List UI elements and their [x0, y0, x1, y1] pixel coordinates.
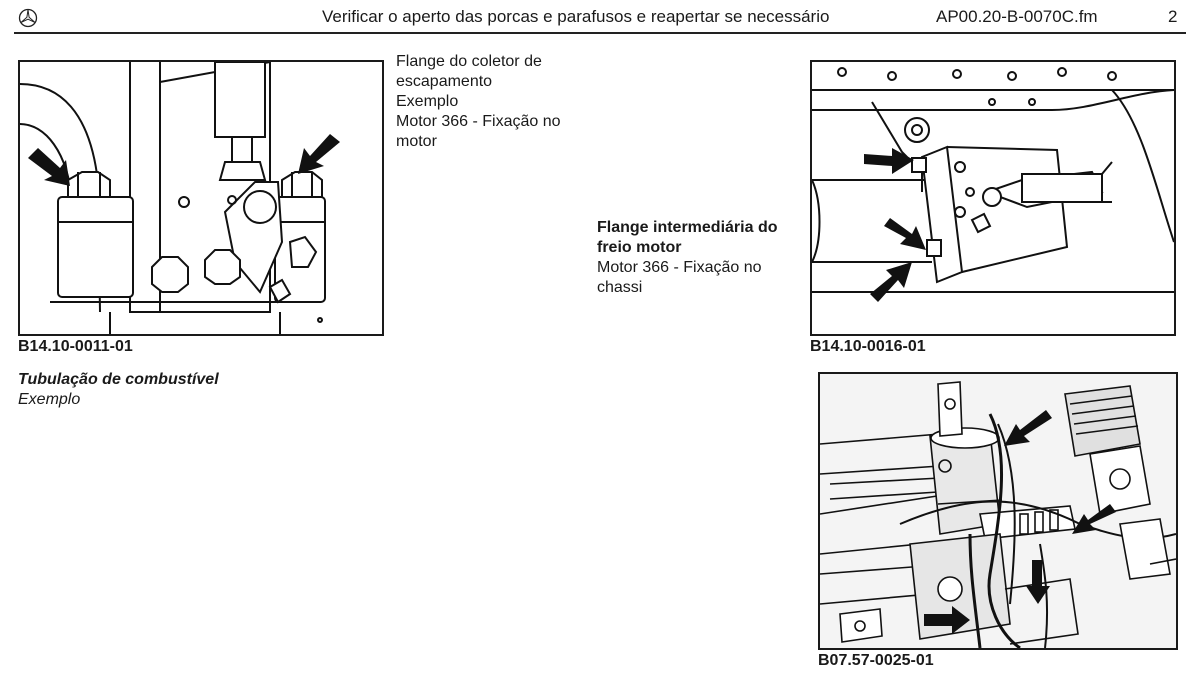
exhaust-flange-figure-code: B14.10-0011-01: [18, 338, 133, 355]
exhaust-flange-caption-line: Motor 366 - Fixação no: [396, 113, 561, 130]
brake-flange-drawing: [812, 67, 1174, 302]
arrow-icon: [298, 134, 340, 174]
fuel-lines-figure-code: B07.57-0025-01: [818, 652, 934, 669]
fuel-lines-caption-title: Tubulação de combustível: [18, 371, 219, 388]
exhaust-flange-caption-line: Exemplo: [396, 93, 459, 110]
header-rule: [14, 32, 1186, 34]
document-reference: AP00.20-B-0070C.fm: [936, 7, 1098, 26]
exhaust-flange-figure: [18, 60, 384, 336]
fuel-lines-caption: Tubulação de combustível Exemplo: [18, 370, 338, 410]
arrow-icon: [924, 606, 970, 634]
arrow-icon: [1026, 560, 1050, 604]
page-header: Verificar o aperto das porcas e parafuso…: [0, 0, 1200, 34]
page-title: Verificar o aperto das porcas e parafuso…: [322, 7, 830, 26]
fuel-lines-caption-sub: Exemplo: [18, 391, 81, 408]
fuel-lines-figure: [818, 372, 1178, 650]
mercedes-star-icon: [18, 8, 38, 28]
fuel-lines-drawing: [820, 374, 1176, 648]
brake-flange-caption-title: freio motor: [597, 239, 682, 256]
exhaust-flange-caption-line: Flange do coletor de: [396, 53, 542, 70]
exhaust-flange-caption-line: escapamento: [396, 73, 493, 90]
brake-flange-caption-line: Motor 366 - Fixação no: [597, 259, 762, 276]
brake-flange-caption-line: chassi: [597, 279, 643, 296]
page-number: 2: [1168, 7, 1178, 26]
exhaust-flange-drawing: [20, 62, 340, 334]
arrow-icon: [1004, 410, 1052, 446]
arrow-icon: [864, 148, 914, 174]
arrow-icon: [1072, 504, 1116, 534]
arrow-icon: [884, 218, 926, 250]
exhaust-flange-caption: Flange do coletor de escapamento Exemplo…: [396, 52, 596, 152]
brake-flange-caption-title: Flange intermediária do: [597, 219, 778, 236]
brake-flange-caption: Flange intermediária do freio motor Moto…: [597, 218, 798, 298]
exhaust-flange-caption-line: motor: [396, 133, 437, 150]
arrow-icon: [28, 148, 70, 186]
brake-flange-figure: [810, 60, 1176, 336]
arrow-icon: [870, 262, 912, 302]
brake-flange-figure-code: B14.10-0016-01: [810, 338, 926, 355]
